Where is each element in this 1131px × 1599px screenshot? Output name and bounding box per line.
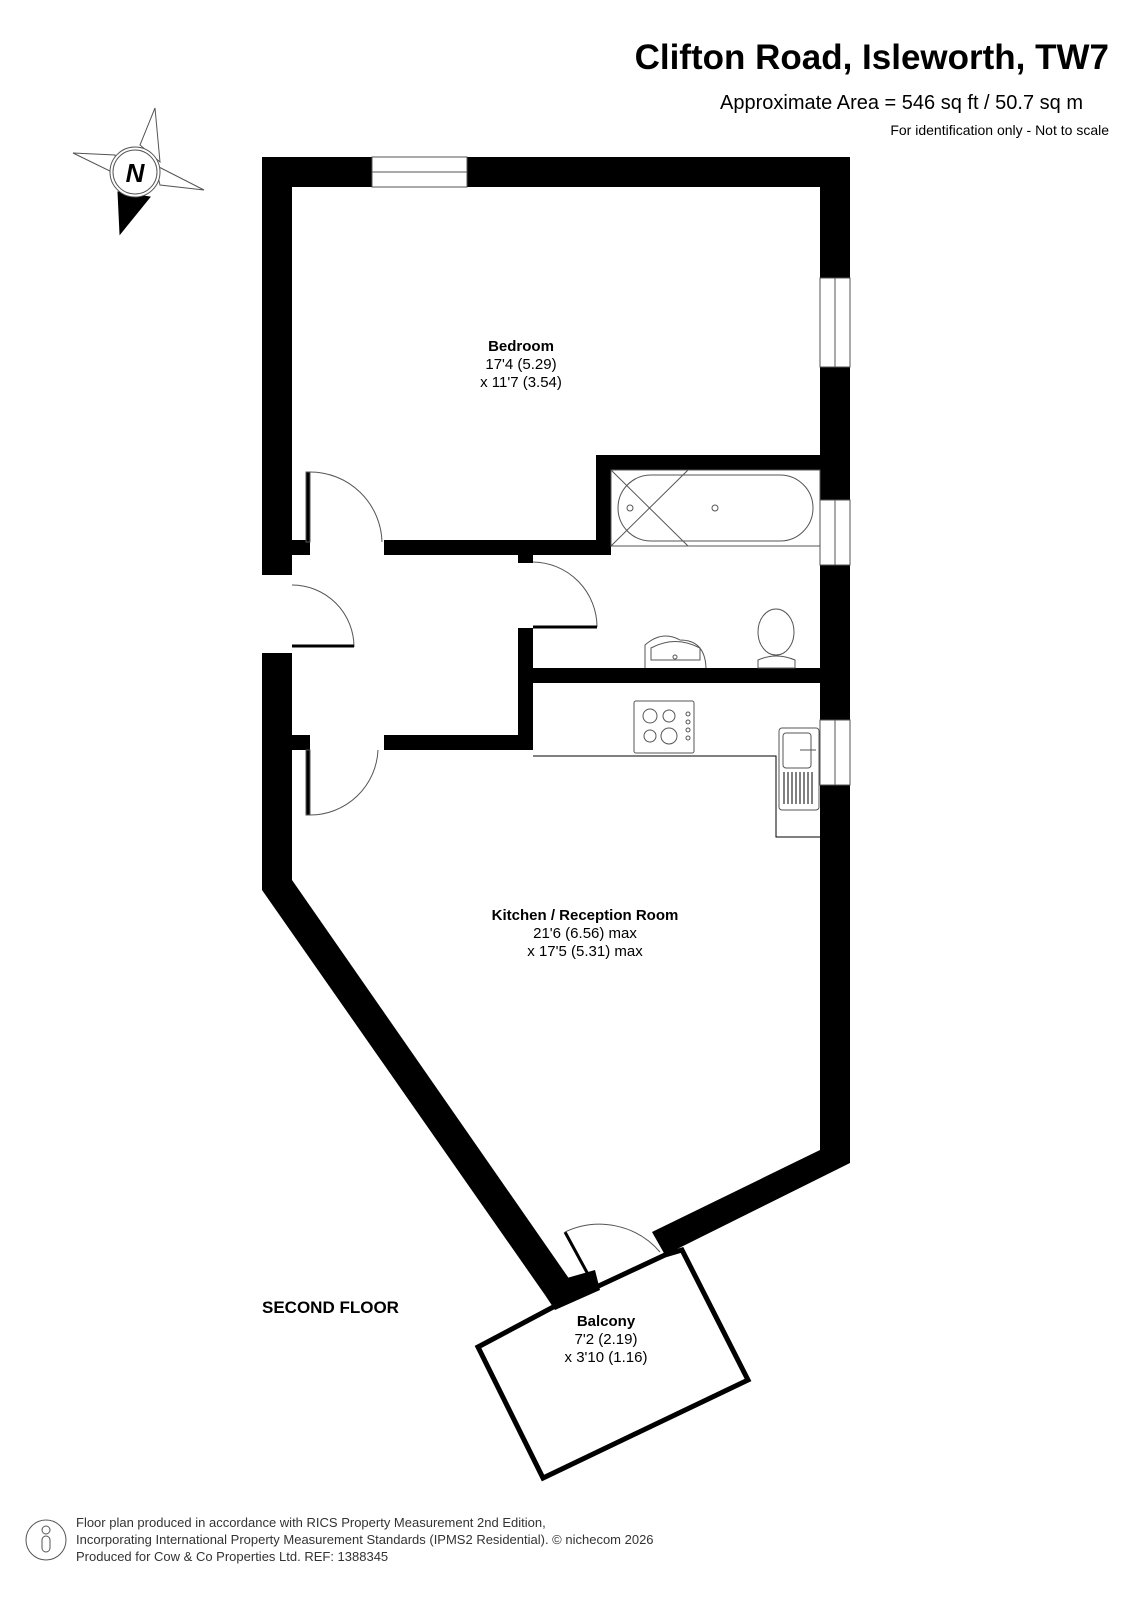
bath-icon xyxy=(610,469,821,547)
toilet-icon xyxy=(757,608,796,669)
footer-line: Incorporating International Property Mea… xyxy=(76,1532,654,1547)
north-arrow-icon: N xyxy=(72,107,205,236)
hob-icon xyxy=(633,700,695,754)
floor-label: SECOND FLOOR xyxy=(262,1298,399,1317)
footer-disclaimer: Floor plan produced in accordance with R… xyxy=(76,1514,654,1565)
worktop-edge xyxy=(533,755,820,838)
footer-line: Produced for Cow & Co Properties Ltd. RE… xyxy=(76,1549,389,1564)
footer-line: Floor plan produced in accordance with R… xyxy=(76,1515,546,1530)
room-label-bedroom: Bedroom 17'4 (5.29) x 11'7 (3.54) xyxy=(480,338,562,392)
svg-text:N: N xyxy=(126,158,146,188)
walls xyxy=(262,157,850,1310)
room-label-kitchen-reception: Kitchen / Reception Room 21'6 (6.56) max… xyxy=(492,907,679,961)
scale-disclaimer: For identification only - Not to scale xyxy=(890,122,1109,138)
room-name: Bedroom xyxy=(488,338,554,355)
room-name: Balcony xyxy=(576,1313,636,1330)
room-dimension: x 17'5 (5.31) max xyxy=(527,943,643,960)
windows xyxy=(371,156,851,786)
room-label-balcony: Balcony 7'2 (2.19) x 3'10 (1.16) xyxy=(565,1313,648,1367)
basin-icon xyxy=(644,635,707,669)
room-name: Kitchen / Reception Room xyxy=(491,907,679,924)
room-dimension: 17'4 (5.29) xyxy=(485,356,557,373)
doors xyxy=(291,471,661,1279)
room-dimension: x 3'10 (1.16) xyxy=(564,1349,648,1366)
room-dimension: x 11'7 (3.54) xyxy=(480,374,562,391)
balcony-outline xyxy=(474,1247,752,1482)
approximate-area: Approximate Area = 546 sq ft / 50.7 sq m xyxy=(720,92,1083,114)
room-dimension: 7'2 (2.19) xyxy=(574,1331,638,1348)
person-icon xyxy=(25,1519,67,1561)
property-title: Clifton Road, Isleworth, TW7 xyxy=(634,38,1109,77)
sink-icon xyxy=(778,727,820,811)
room-dimension: 21'6 (6.56) max xyxy=(533,925,637,942)
